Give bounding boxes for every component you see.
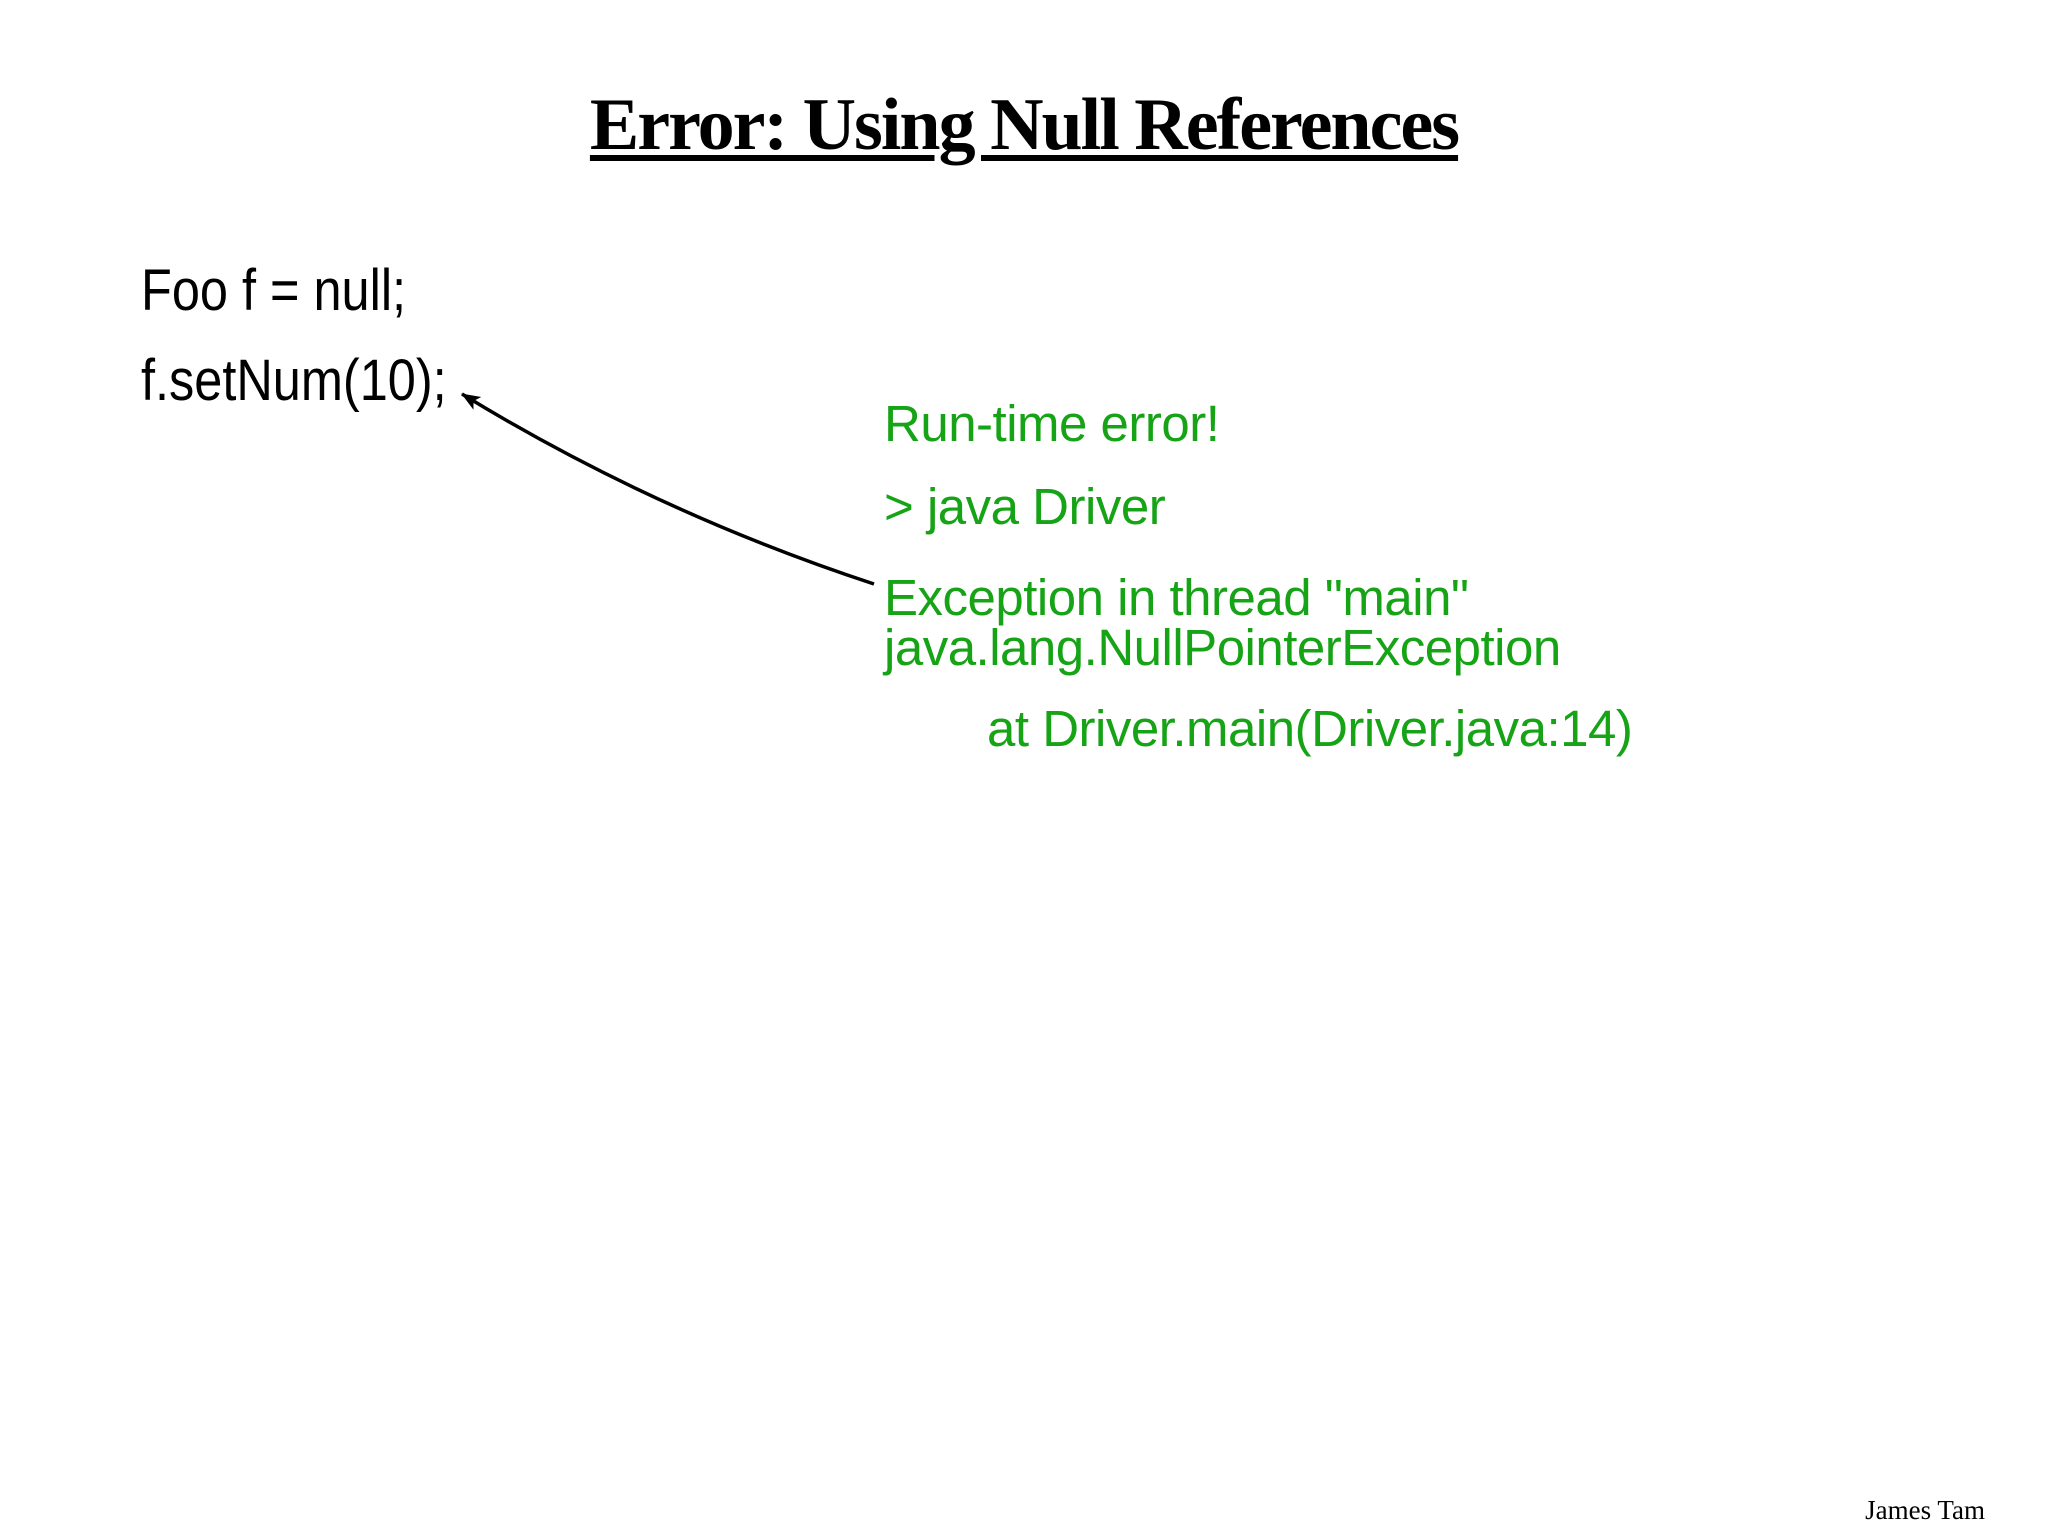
slide-title: Error: Using Null References (0, 88, 2048, 162)
slide-title-text: Error: Using Null References (589, 84, 1460, 166)
console-stack-trace: at Driver.main(Driver.java:14) (987, 700, 1633, 757)
code-line-declaration: Foo f = null; (141, 258, 407, 323)
pointer-arrow-shaft (461, 392, 875, 586)
code-line-method-call: f.setNum(10); (141, 348, 447, 413)
console-exception-line-1: Exception in thread "main" (884, 569, 1469, 626)
console-command: > java Driver (884, 478, 1166, 535)
footer-author: James Tam (1865, 1495, 1985, 1525)
console-heading: Run-time error! (884, 395, 1220, 452)
console-exception-line-2: java.lang.NullPointerException (884, 619, 1561, 676)
